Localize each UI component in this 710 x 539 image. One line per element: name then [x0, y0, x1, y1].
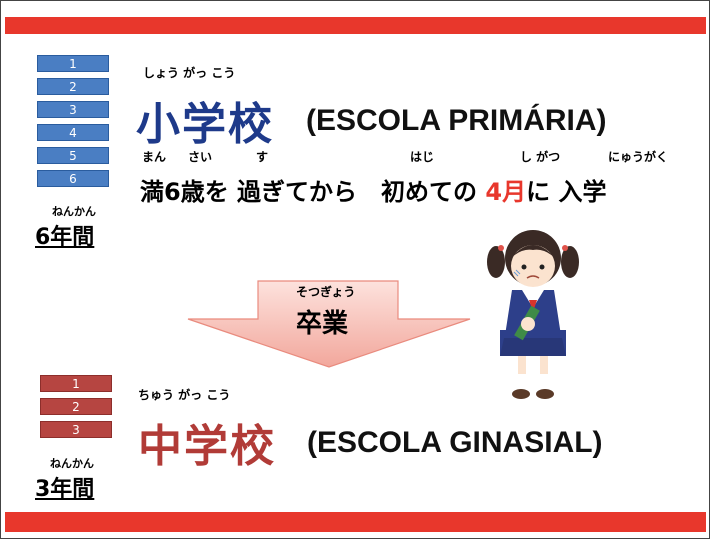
ruby-sai: さい: [188, 150, 213, 164]
year-block-3: 3: [37, 101, 109, 118]
year-block-6: 6: [37, 170, 109, 187]
graduation-label: 卒業: [296, 309, 349, 339]
year-block-4: 4: [37, 124, 109, 141]
ruby-gatsu: し がつ: [520, 150, 561, 164]
year-block-1: 1: [40, 375, 112, 392]
graduation-ruby: そつぎょう: [296, 285, 356, 299]
middle-duration: 3年間: [35, 477, 95, 502]
middle-title-jp: 中学校: [138, 421, 276, 472]
ruby-haji: はじ: [410, 150, 435, 164]
year-block-2: 2: [37, 78, 109, 95]
schoolgirl-illustration: [487, 230, 579, 399]
middle-duration-ruby: ねんかん: [50, 457, 94, 470]
ruby-man: まん: [142, 150, 167, 164]
middle-title-pt: (ESCOLA GINASIAL): [307, 426, 603, 459]
primary-title-jp: 小学校: [136, 99, 274, 150]
sentence-part-2: に 入学: [526, 178, 607, 206]
middle-title-ruby: ちゅう がっ こう: [138, 388, 231, 402]
primary-title-ruby: しょう がっ こう: [143, 66, 236, 80]
ruby-su: す: [256, 150, 269, 164]
middle-year-blocks: 1 2 3: [40, 375, 112, 444]
sentence-april: 4月: [485, 178, 527, 206]
ruby-nyugaku: にゅうがく: [608, 150, 669, 164]
primary-title-pt: (ESCOLA PRIMÁRIA): [306, 104, 607, 137]
primary-year-blocks: 1 2 3 4 5 6: [37, 55, 109, 193]
sentence-part-1: 満6歳を 過ぎてから 初めての: [140, 178, 486, 206]
top-accent-bar: [5, 17, 706, 34]
year-block-1: 1: [37, 55, 109, 72]
graduation-arrow: [187, 280, 471, 368]
primary-duration: 6年間: [35, 225, 95, 250]
bottom-accent-bar: [5, 512, 706, 532]
primary-duration-ruby: ねんかん: [52, 205, 96, 218]
year-block-5: 5: [37, 147, 109, 164]
enrollment-sentence: 満6歳を 過ぎてから 初めての 4月に 入学: [140, 172, 606, 207]
year-block-3: 3: [40, 421, 112, 438]
year-block-2: 2: [40, 398, 112, 415]
